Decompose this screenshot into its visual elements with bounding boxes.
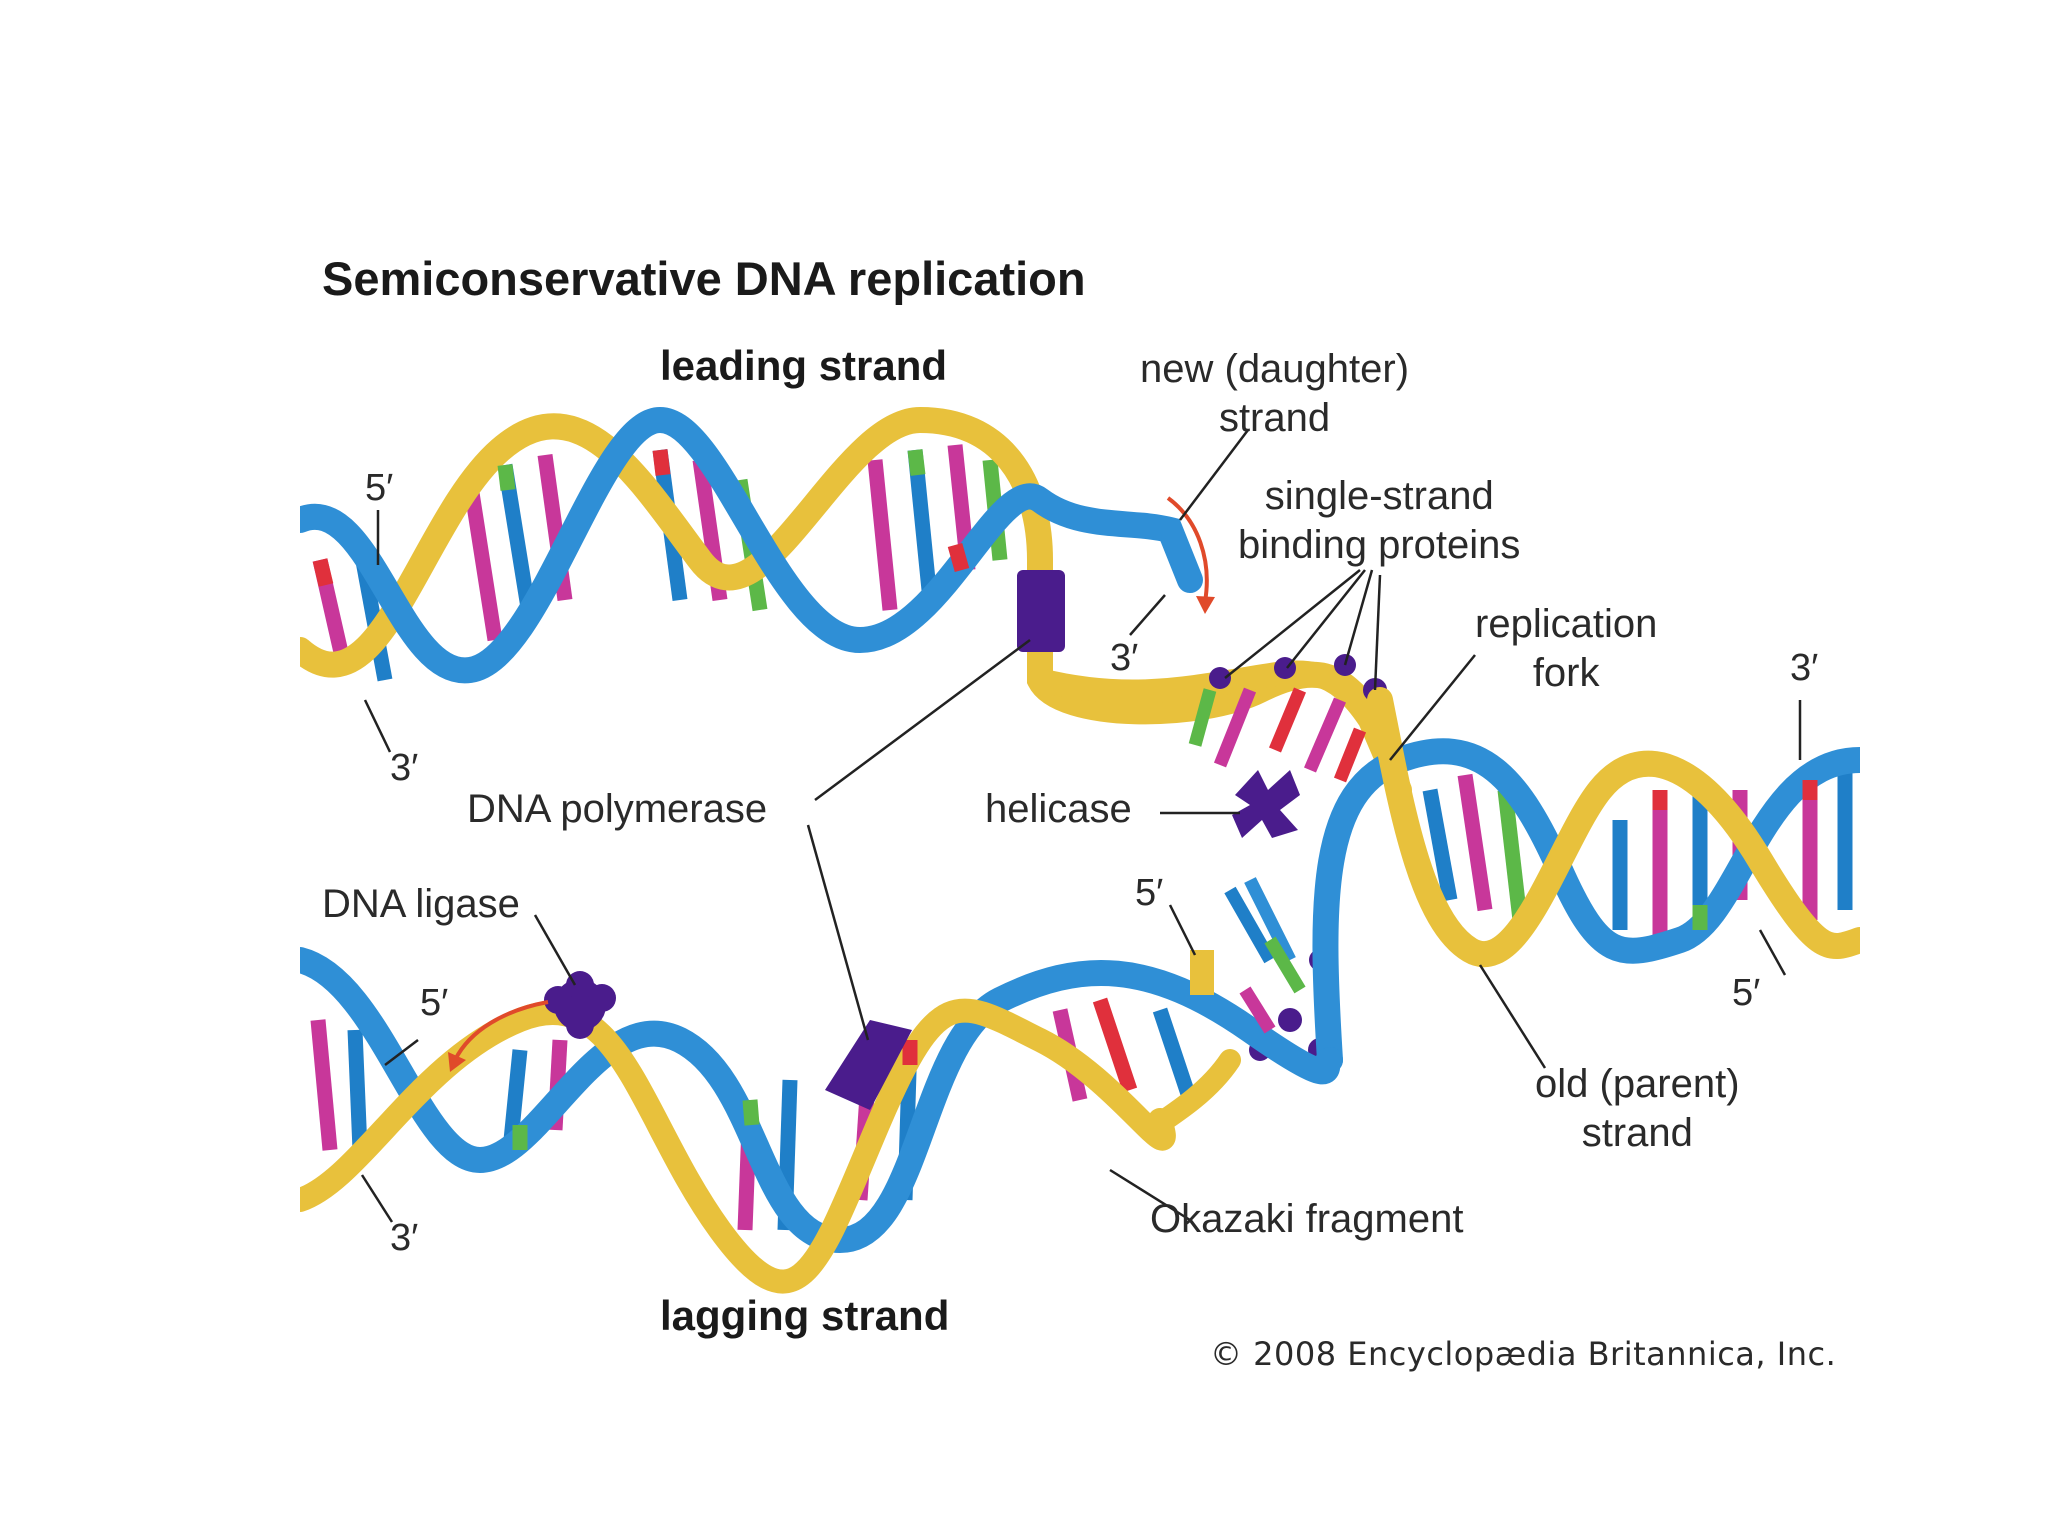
- single-strand-binding-proteins-label: single-strand binding proteins: [1238, 474, 1521, 567]
- leading-gold-backbone: [300, 406, 1373, 725]
- leading-strand-label: leading strand: [660, 342, 948, 389]
- dna-ligase-icon: [544, 971, 616, 1039]
- lagging-5-prime-mid-label: 5′: [1135, 872, 1164, 914]
- parent-3-prime-label: 3′: [1790, 647, 1819, 689]
- okazaki-fragment: [1139, 950, 1241, 1141]
- dna-ligase-label: DNA ligase: [322, 882, 520, 926]
- leading-blue-backbone: [300, 406, 1203, 684]
- old-parent-strand-label: old (parent) strand: [1535, 1062, 1740, 1155]
- lagging-strand-helix: [300, 877, 1343, 1294]
- dna-polymerase-lagging-icon: [825, 1020, 912, 1110]
- replication-fork-label: replication fork: [1475, 602, 1658, 695]
- dna-polymerase-label: DNA polymerase: [467, 787, 768, 831]
- parent-gold-backbone: [1367, 687, 1860, 967]
- lagging-direction-arrow: [453, 1000, 549, 1061]
- parent-5-prime-label: 5′: [1732, 972, 1761, 1014]
- helicase-label: helicase: [985, 787, 1132, 831]
- lagging-template-bases: [1224, 877, 1306, 1034]
- lagging-strand-label: lagging strand: [660, 1292, 950, 1339]
- leading-3-prime-left-label: 3′: [390, 747, 419, 789]
- helicase-icon: [1232, 770, 1300, 838]
- lagging-gold-backbone: [300, 998, 1176, 1294]
- new-daughter-strand-label: new (daughter) strand: [1140, 347, 1410, 440]
- okazaki-fragment-label: Okazaki fragment: [1150, 1197, 1464, 1241]
- leading-strand-helix: [300, 406, 1373, 725]
- leader-lines: [360, 429, 1802, 1223]
- leading-3-prime-tip-label: 3′: [1110, 637, 1139, 679]
- leading-direction-arrow: [1166, 496, 1209, 603]
- fork-region: [1028, 654, 1412, 1062]
- lagging-5-prime-left-label: 5′: [420, 982, 449, 1024]
- upper-fork-bases: [1188, 687, 1367, 783]
- diagram-title: Semiconservative DNA replication: [322, 252, 1086, 305]
- leading-5-prime-label: 5′: [365, 467, 394, 509]
- upper-parent-strand: [1028, 660, 1412, 802]
- copyright-notice: © 2008 Encyclopædia Britannica, Inc.: [1210, 1335, 1837, 1373]
- dna-polymerase-leading-icon: [1017, 570, 1065, 652]
- parent-helix: [1312, 687, 1860, 1073]
- lagging-3-prime-left-label: 3′: [390, 1217, 419, 1259]
